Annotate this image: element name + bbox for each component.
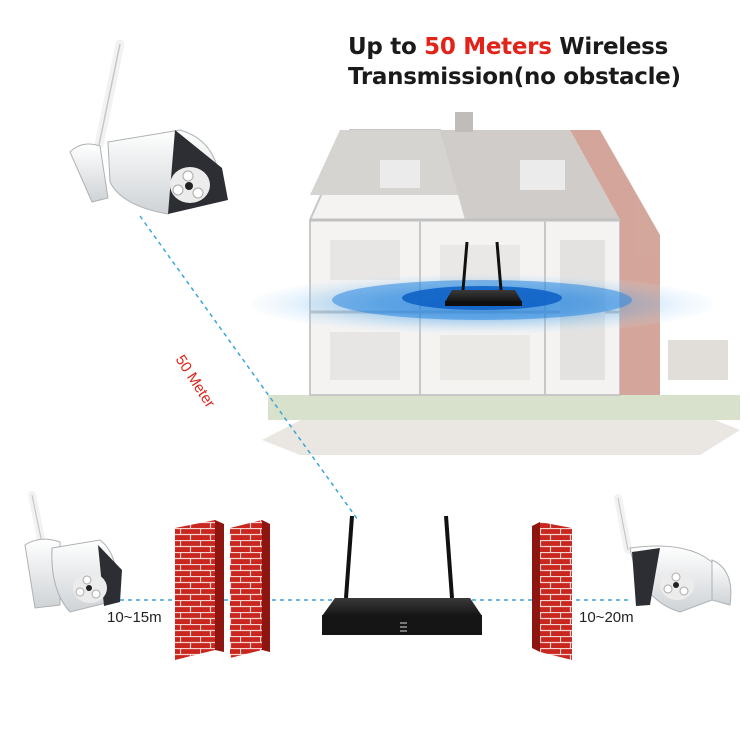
bullet-camera-icon — [614, 494, 732, 613]
left-distance-label: 10~15m — [107, 609, 162, 626]
headline-highlight: 50 Meters — [424, 34, 552, 60]
bullet-camera-icon — [24, 491, 122, 613]
headline-prefix: Up to — [348, 34, 425, 60]
nvr-recorder-icon — [322, 515, 482, 635]
bullet-camera-icon — [69, 39, 228, 215]
headline-suffix: Wireless — [551, 34, 668, 60]
brick-wall-icon — [230, 520, 270, 658]
brick-wall-icon — [532, 522, 572, 660]
right-distance-label: 10~20m — [579, 609, 634, 626]
headline-line-1: Up to 50 Meters Wireless — [348, 32, 738, 62]
brick-wall-icon — [175, 520, 224, 660]
headline-line-2: Transmission(no obstacle) — [348, 64, 681, 90]
headline: Up to 50 Meters Wireless Transmission(no… — [348, 32, 738, 92]
nvr-recorder-icon — [445, 241, 522, 306]
diagonal-link-line — [139, 215, 359, 521]
